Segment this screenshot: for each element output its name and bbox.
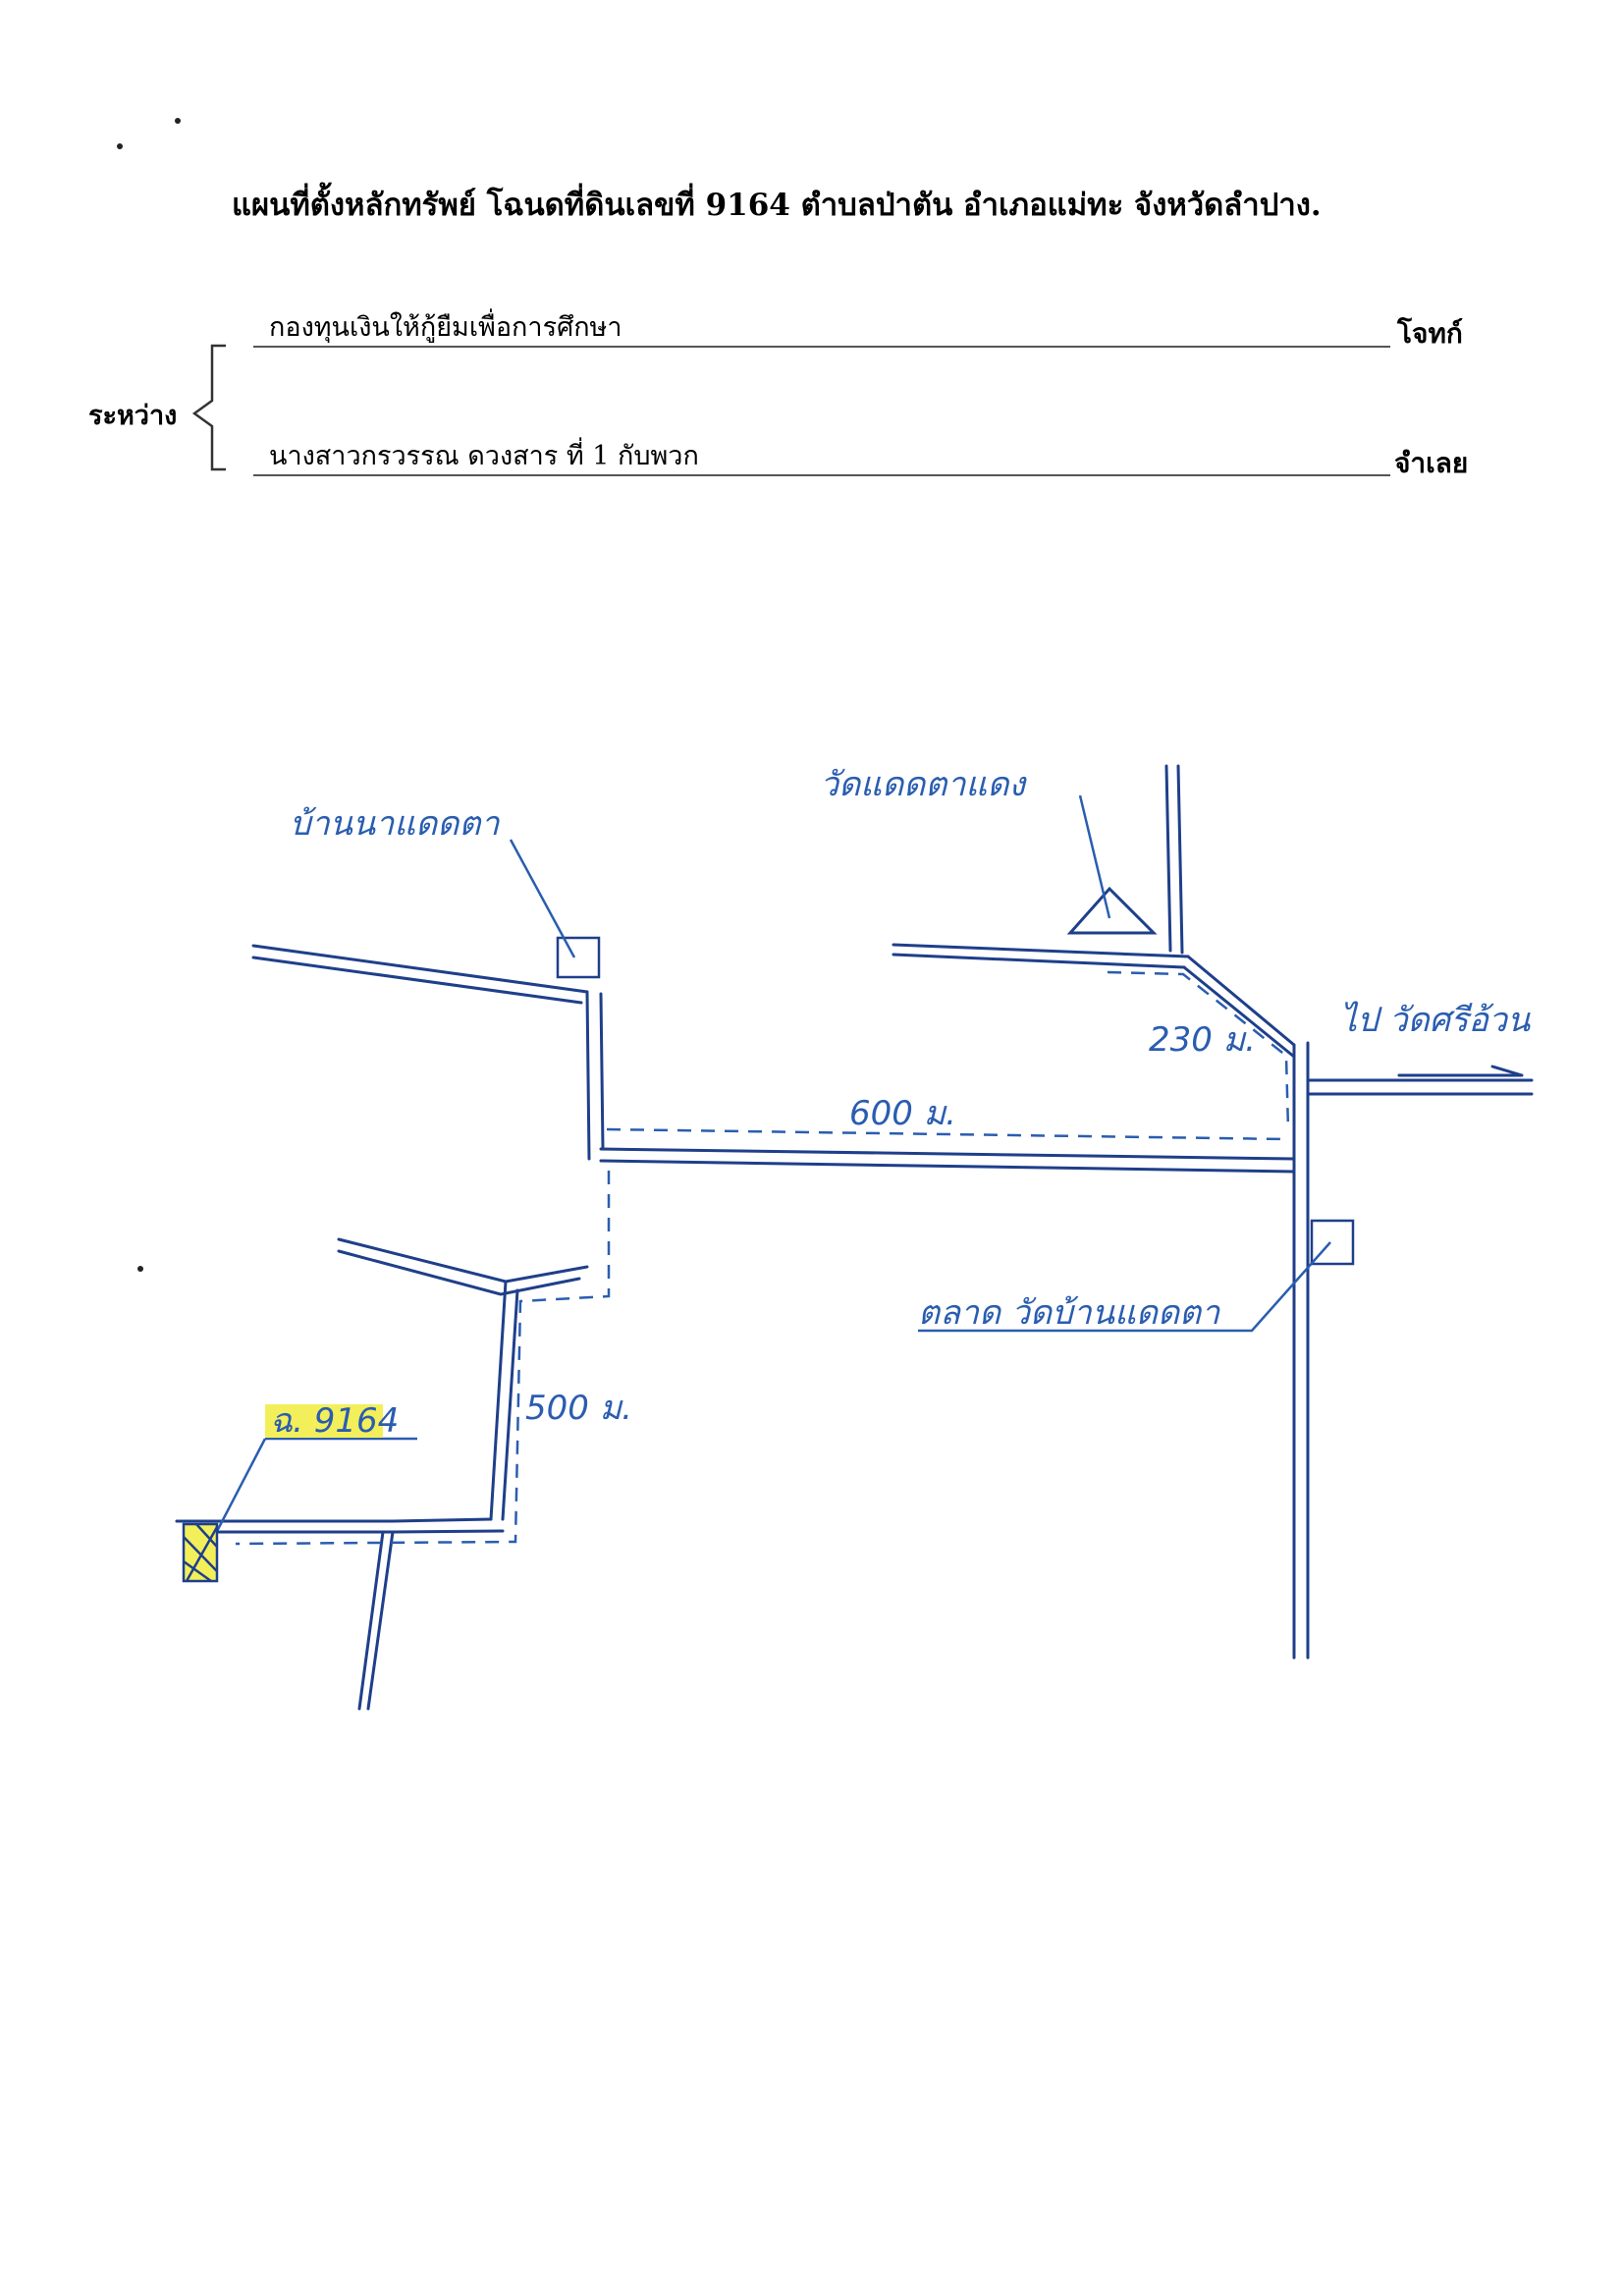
distance-line bbox=[606, 1127, 1287, 1141]
parcel-label: ฉ. 9164 bbox=[270, 1401, 399, 1441]
distance-label-3: 500 ม. bbox=[525, 1389, 632, 1428]
defendant-name: นางสาวกรวรรณ ดวงสาร ที่ 1 กับพวก bbox=[269, 441, 699, 471]
bracket bbox=[191, 344, 226, 471]
leader-line bbox=[1078, 794, 1111, 919]
school-label: ตลาด วัดบ้านแดดตา bbox=[918, 1293, 1220, 1333]
distance-label-2: 600 ม. bbox=[849, 1094, 956, 1133]
village-sign-marker bbox=[556, 936, 601, 979]
defendant-role: จำเลย bbox=[1394, 447, 1469, 479]
plaintiff-role: โจทก์ bbox=[1397, 317, 1463, 350]
village-sign-label: บ้านนาแดดตา bbox=[290, 804, 500, 844]
road bbox=[1292, 1041, 1310, 1660]
road bbox=[892, 943, 1190, 969]
temple-triangle bbox=[1066, 886, 1158, 935]
road bbox=[337, 1237, 589, 1296]
road bbox=[1164, 764, 1184, 955]
temple-label: วัดแดดตาแดง bbox=[820, 765, 1027, 804]
direction-label: ไป วัดศรีอ้วน bbox=[1340, 1001, 1531, 1040]
speck bbox=[137, 1266, 143, 1272]
distance-line bbox=[235, 1171, 611, 1546]
road bbox=[391, 1517, 505, 1534]
distance-line bbox=[1107, 970, 1290, 1130]
leader-line bbox=[509, 839, 576, 958]
between-label: ระหว่าง bbox=[88, 401, 178, 431]
road bbox=[1306, 1078, 1534, 1096]
plaintiff-name: กองทุนเงินให้กู้ยืมเพื่อการศึกษา bbox=[269, 312, 622, 343]
road bbox=[251, 944, 589, 1005]
parcel-hatch bbox=[183, 1523, 219, 1583]
road bbox=[599, 1147, 1296, 1174]
road bbox=[585, 990, 605, 1161]
school-marker bbox=[1310, 1219, 1355, 1266]
plaintiff-line: กองทุนเงินให้กู้ยืมเพื่อการศึกษา bbox=[253, 312, 1390, 348]
road bbox=[175, 1519, 395, 1534]
page-title: แผนที่ตั้งหลักทรัพย์ โฉนดที่ดินเลขที่ 91… bbox=[232, 188, 1322, 223]
speck bbox=[175, 118, 181, 124]
arrow bbox=[1397, 1065, 1524, 1077]
distance-label-1: 230 ม. bbox=[1149, 1020, 1256, 1060]
road bbox=[489, 1280, 519, 1521]
road bbox=[1182, 955, 1296, 1059]
speck bbox=[117, 143, 123, 149]
parcel-highlight bbox=[265, 1404, 383, 1438]
leader-line bbox=[918, 1241, 1331, 1333]
road bbox=[357, 1530, 395, 1711]
defendant-line: นางสาวกรวรรณ ดวงสาร ที่ 1 กับพวก bbox=[253, 441, 1390, 476]
